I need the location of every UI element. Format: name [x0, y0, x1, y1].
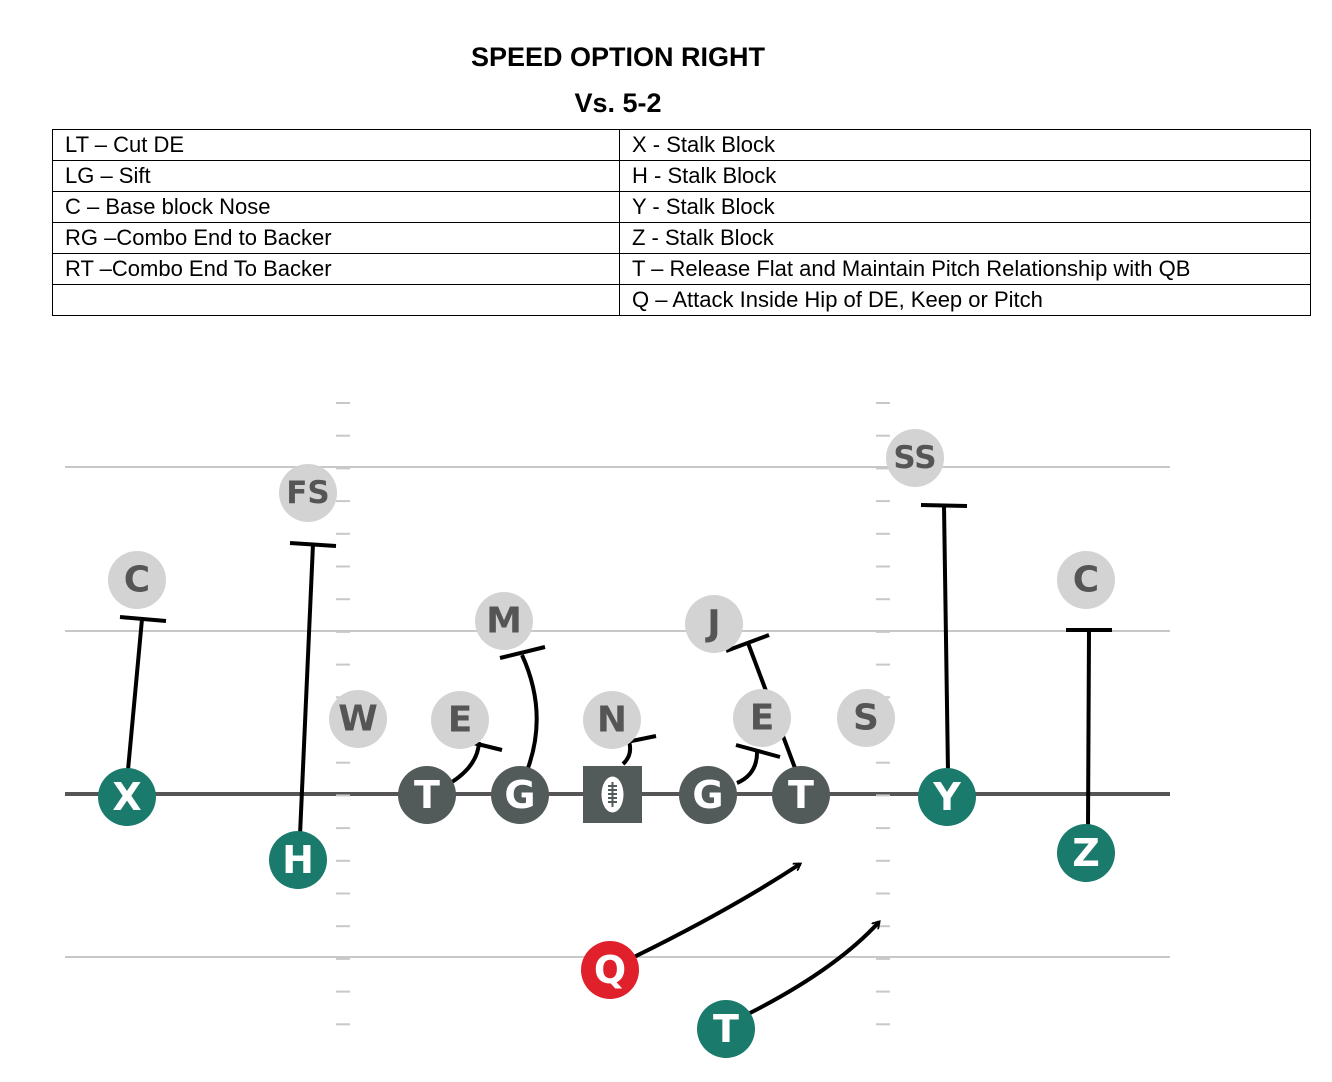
player-label: Q	[594, 948, 626, 992]
off-rg: G	[679, 766, 737, 824]
table-cell: RT –Combo End To Backer	[52, 253, 620, 285]
assignment-lines	[119, 503, 1112, 1016]
table-cell: LT – Cut DE	[52, 129, 620, 161]
def-m: M	[475, 592, 533, 650]
def-c-right: C	[1057, 551, 1115, 609]
center-player	[583, 766, 642, 823]
table-cell: T – Release Flat and Maintain Pitch Rela…	[619, 253, 1311, 285]
def-e-left: E	[431, 691, 489, 749]
table-cell: Q – Attack Inside Hip of DE, Keep or Pit…	[619, 284, 1311, 316]
player-label: SS	[893, 440, 936, 476]
player-label: S	[853, 698, 879, 739]
player-label: Y	[932, 775, 961, 819]
def-e-right: E	[733, 689, 791, 747]
table-row: LT – Cut DE X - Stalk Block	[52, 129, 1311, 161]
player-label: G	[504, 773, 535, 817]
table-row: RT –Combo End To Backer T – Release Flat…	[52, 253, 1311, 285]
lg-sift-block	[499, 645, 546, 769]
table-cell: C – Base block Nose	[52, 191, 620, 223]
player-label: C	[1073, 560, 1099, 601]
player-label: N	[597, 700, 627, 741]
off-y: Y	[918, 768, 976, 826]
hash-marks	[336, 402, 890, 1026]
x-stalk-block	[119, 615, 167, 771]
off-lg: G	[491, 766, 549, 824]
offense-players: X H T G G T Y Z	[98, 766, 1115, 1058]
off-z: Z	[1057, 824, 1115, 882]
table-row: Q – Attack Inside Hip of DE, Keep or Pit…	[52, 284, 1311, 316]
table-cell	[52, 284, 620, 316]
qb-option-path	[631, 862, 800, 960]
football-icon	[601, 776, 624, 813]
off-q: Q	[581, 941, 639, 999]
player-label: C	[124, 560, 150, 601]
off-h: H	[269, 831, 327, 889]
player-label: G	[692, 773, 723, 817]
player-label: T	[788, 773, 814, 817]
player-label: Z	[1072, 831, 1100, 875]
play-title: SPEED OPTION RIGHT	[470, 42, 766, 72]
pitch-path	[747, 922, 879, 1016]
player-label: M	[486, 601, 522, 642]
def-c-left: C	[108, 551, 166, 609]
rg-combo-block	[735, 743, 781, 785]
assignment-table: LT – Cut DE X - Stalk Block LG – Sift H …	[52, 129, 1311, 316]
player-label: X	[112, 775, 141, 819]
player-label: T	[713, 1007, 739, 1051]
def-j: J	[685, 595, 743, 653]
off-lt: T	[398, 766, 456, 824]
table-row: RG –Combo End to Backer Z - Stalk Block	[52, 222, 1311, 254]
def-fs: FS	[279, 464, 337, 522]
player-label: E	[750, 698, 775, 739]
y-stalk-block	[920, 503, 968, 773]
table-cell: Y - Stalk Block	[619, 191, 1311, 223]
table-row: C – Base block Nose Y - Stalk Block	[52, 191, 1311, 223]
def-s: S	[837, 689, 895, 747]
player-label: W	[338, 699, 378, 740]
off-rt: T	[772, 766, 830, 824]
player-label: T	[414, 773, 440, 817]
player-label: H	[282, 838, 314, 882]
defense-players: C FS W E M N J E	[108, 429, 1115, 749]
def-n: N	[583, 691, 641, 749]
player-label: FS	[286, 475, 330, 511]
off-x: X	[98, 768, 156, 826]
off-t: T	[697, 1000, 755, 1058]
player-label: E	[448, 700, 473, 741]
h-stalk-block	[289, 541, 337, 836]
table-cell: X - Stalk Block	[619, 129, 1311, 161]
player-label: J	[704, 604, 720, 645]
def-w: W	[329, 690, 387, 748]
def-ss: SS	[886, 429, 944, 487]
play-subtitle: Vs. 5-2	[574, 88, 662, 118]
table-cell: RG –Combo End to Backer	[52, 222, 620, 254]
table-cell: Z - Stalk Block	[619, 222, 1311, 254]
z-stalk-block	[1066, 628, 1112, 829]
